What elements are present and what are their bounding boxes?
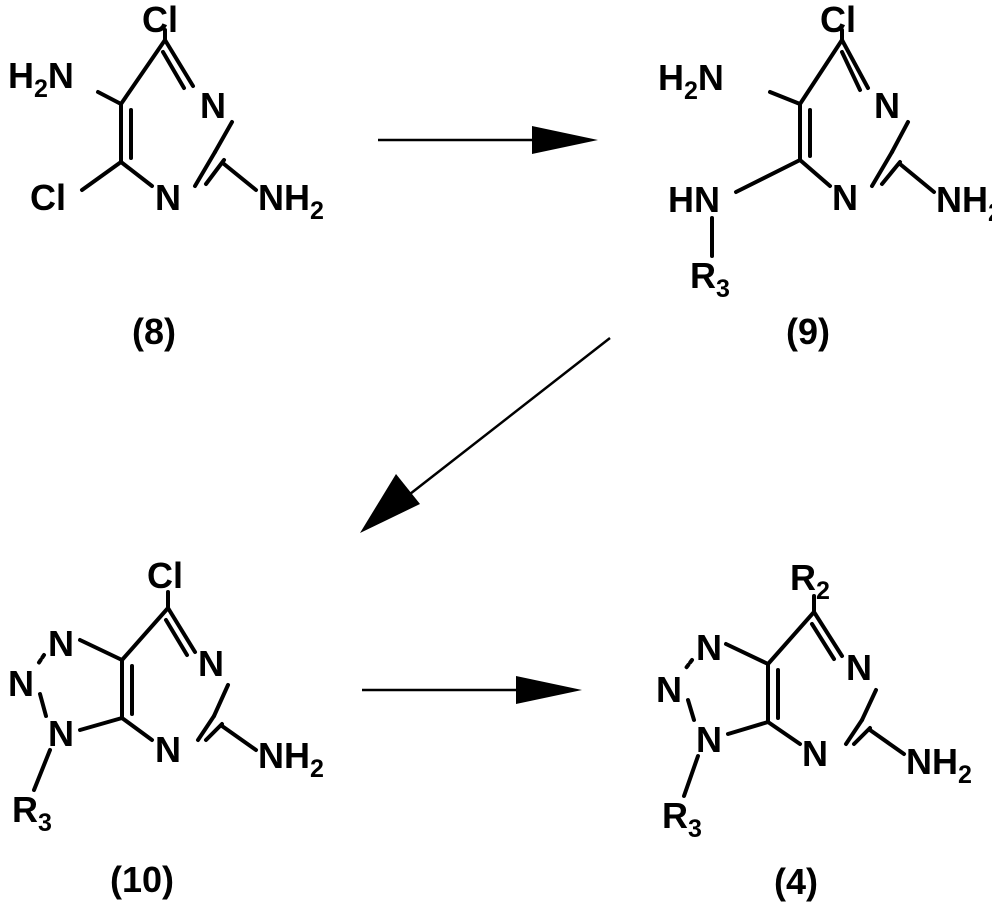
compound-9-hn: HN (668, 179, 720, 220)
compound-10-r3: R3 (12, 789, 52, 837)
compound-8-cl-left: Cl (30, 177, 66, 218)
compound-9-n-ring-bottom: N (832, 177, 858, 218)
compound-9: Cl N N H2N NH2 HN R3 (9) (658, 0, 992, 352)
compound-9-n-ring-right: N (874, 85, 900, 126)
compound-4-amino: NH2 (906, 741, 972, 789)
compound-10-cl-top: Cl (147, 555, 183, 596)
compound-4-bonds (684, 596, 904, 796)
compound-8: Cl N N Cl H2N NH2 (8) (8, 0, 324, 352)
compound-4-n-triazole-top: N (696, 627, 722, 668)
compound-10-bonds (34, 592, 256, 790)
compound-10-n-triazole-bottom: N (48, 713, 74, 754)
compound-10-n-ring-right: N (198, 643, 224, 684)
compound-8-amino-left: H2N (8, 55, 74, 103)
reaction-arrow-1 (378, 126, 598, 154)
compound-8-amino-right: NH2 (258, 177, 324, 225)
reaction-arrow-2 (360, 338, 610, 533)
compound-8-label: (8) (132, 311, 176, 352)
compound-4-r3: R3 (662, 795, 702, 843)
compound-10-amino: NH2 (258, 735, 324, 783)
compound-9-r3: R3 (690, 255, 730, 303)
compound-10-n-triazole-middle: N (8, 663, 34, 704)
reaction-arrow-3 (362, 676, 582, 704)
compound-4-n-ring-bottom: N (802, 733, 828, 774)
compound-10-label: (10) (110, 859, 174, 900)
compound-10-n-ring-bottom: N (155, 729, 181, 770)
compound-8-cl-top: Cl (142, 0, 178, 40)
compound-8-bonds (82, 30, 256, 190)
compound-4-label: (4) (774, 861, 818, 902)
compound-9-bonds (712, 30, 934, 256)
compound-4-n-triazole-bottom: N (696, 719, 722, 760)
compound-4: R2 N N N N N NH2 R3 (4) (656, 557, 972, 902)
compound-9-amino-right: NH2 (936, 179, 992, 227)
compound-4-r2: R2 (790, 557, 830, 605)
compound-10: Cl N N N N N NH2 R3 (10) (8, 555, 324, 900)
compound-9-amino-left: H2N (658, 57, 724, 105)
compound-4-n-ring-right: N (846, 647, 872, 688)
compound-4-n-triazole-middle: N (656, 669, 682, 710)
compound-8-n-ring-right: N (200, 85, 226, 126)
compound-9-cl-top: Cl (820, 0, 856, 40)
compound-9-label: (9) (786, 311, 830, 352)
compound-10-n-triazole-top: N (48, 623, 74, 664)
compound-8-n-ring-bottom: N (155, 177, 181, 218)
